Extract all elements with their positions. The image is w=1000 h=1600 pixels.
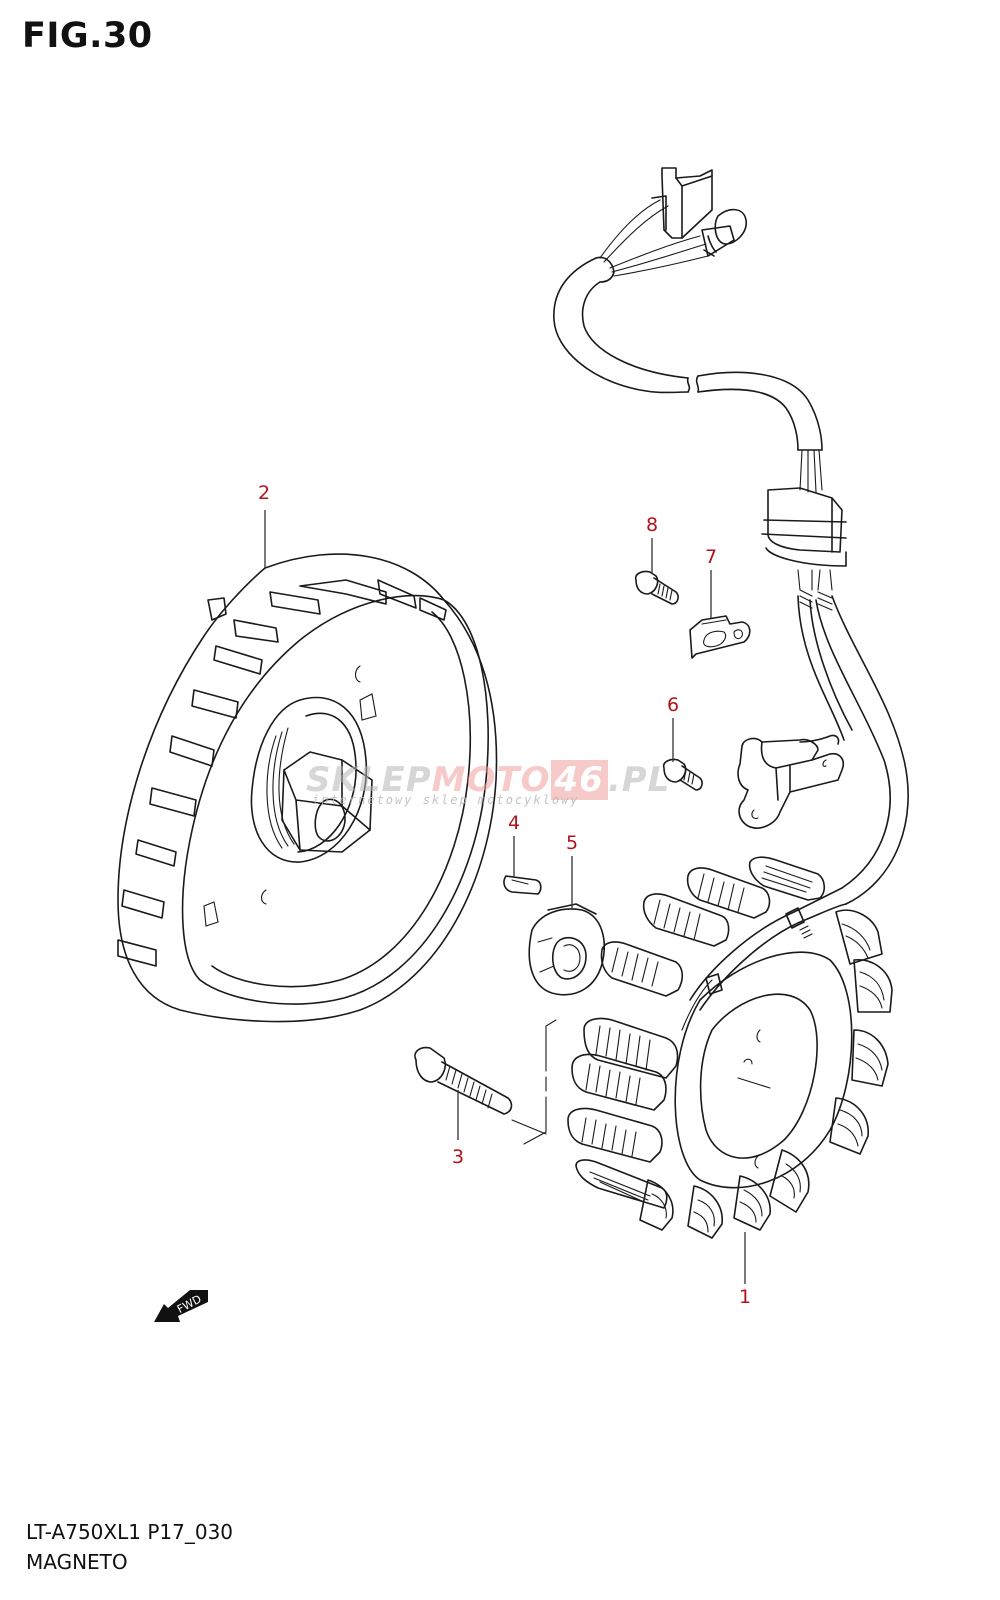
arrow-down-left-icon: FWD xyxy=(154,1290,208,1322)
callout-7[interactable]: 7 xyxy=(704,546,718,568)
watermark-part-2: MOTO xyxy=(431,760,551,800)
flywheel-nut xyxy=(528,903,605,996)
clamp-bolt xyxy=(634,570,679,605)
pickup-bolt xyxy=(662,758,703,791)
stator xyxy=(567,856,893,1239)
model-code: LT-A750XL1 P17_030 xyxy=(26,1520,234,1544)
watermark-part-4: .PL xyxy=(607,760,671,800)
callout-8[interactable]: 8 xyxy=(645,514,659,536)
callout-5[interactable]: 5 xyxy=(565,832,579,854)
wire-clamp xyxy=(689,615,751,659)
callout-leaders xyxy=(264,510,746,1284)
section-name: MAGNETO xyxy=(26,1550,128,1574)
watermark-part-3: 46 xyxy=(550,760,608,800)
watermark-tagline: internetowy sklep motocyklowy xyxy=(312,793,580,807)
watermark-part-1: SKLEP xyxy=(306,760,432,800)
wire-harness xyxy=(553,167,909,905)
callout-4[interactable]: 4 xyxy=(507,812,521,834)
callout-1[interactable]: 1 xyxy=(738,1286,752,1308)
fwd-direction-marker: FWD xyxy=(150,1282,214,1330)
callout-6[interactable]: 6 xyxy=(666,694,680,716)
woodruff-key xyxy=(503,875,542,895)
pickup-coil xyxy=(737,734,845,829)
callout-3[interactable]: 3 xyxy=(451,1146,465,1168)
callout-2[interactable]: 2 xyxy=(257,482,271,504)
figure-title: FIG.30 xyxy=(22,16,153,56)
rotor-flywheel xyxy=(117,553,498,1023)
fwd-label: FWD xyxy=(175,1292,204,1316)
stator-bolt xyxy=(414,1019,557,1145)
